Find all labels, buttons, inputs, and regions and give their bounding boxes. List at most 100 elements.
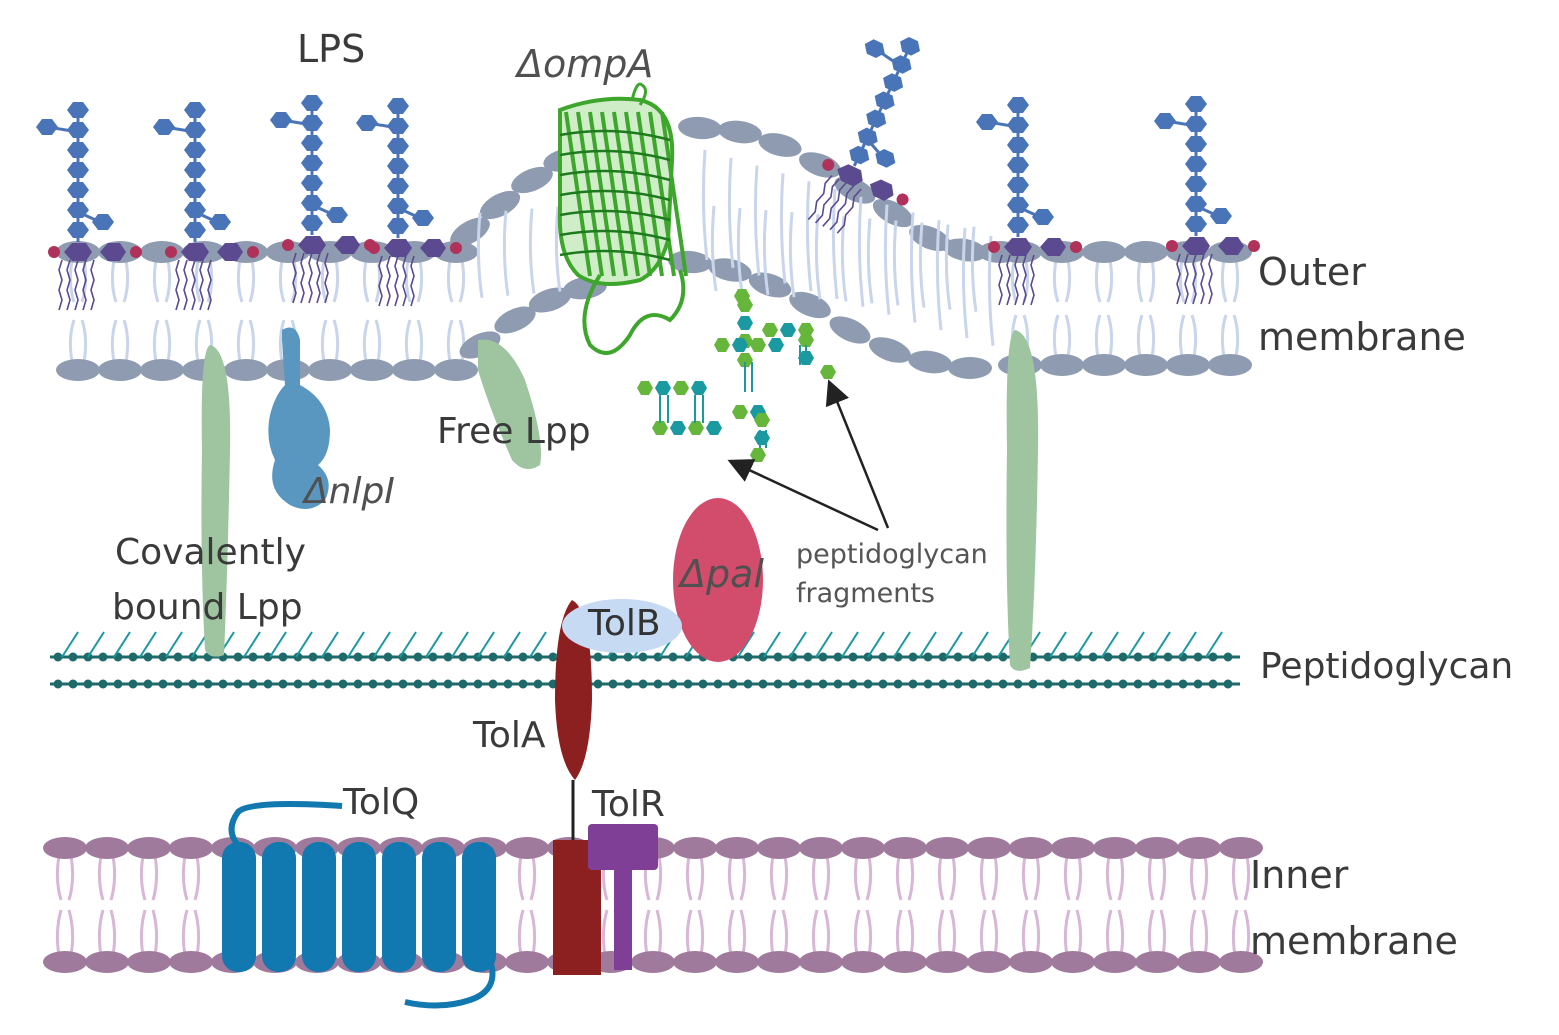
pg-sugar	[638, 679, 648, 689]
pg-sugar	[1208, 652, 1218, 662]
im-head	[841, 951, 885, 973]
om-tail	[110, 319, 130, 363]
pg-fragment-sugar	[714, 338, 730, 352]
pg-sugar	[848, 679, 858, 689]
lps-sugar	[67, 182, 89, 198]
pg-crosslink	[1153, 631, 1171, 658]
pg-crosslink	[373, 631, 391, 658]
om-tail	[236, 319, 256, 363]
pg-sugar	[158, 652, 168, 662]
om-tail	[727, 157, 735, 268]
lps-phosphate	[988, 241, 1000, 253]
im-tail	[853, 855, 873, 901]
pg-crosslink	[1101, 631, 1119, 658]
pg-crosslink	[1049, 631, 1067, 658]
om-tail	[476, 212, 484, 299]
tolq-helix	[222, 842, 256, 972]
lps-lipid-tail	[1192, 253, 1197, 305]
ompa-strand	[600, 111, 628, 277]
covalently-bound-lpp-label-line2: bound Lpp	[112, 587, 303, 628]
lps-phosphate	[1248, 240, 1260, 252]
lps-phosphate	[368, 242, 380, 254]
lps-phosphate	[247, 246, 259, 258]
lps-sugar	[209, 214, 231, 230]
om-head	[868, 337, 912, 363]
pg-sugar	[758, 679, 768, 689]
pg-sugar	[773, 679, 783, 689]
tolr-label: TolR	[592, 784, 665, 825]
pg-fragment-peptide	[759, 430, 767, 448]
covalently-bound-lpp	[201, 345, 231, 657]
pg-sugar	[233, 679, 243, 689]
om-head	[1082, 354, 1126, 376]
pg-sugar	[998, 652, 1008, 662]
lps-sugar	[864, 39, 885, 58]
om-head	[350, 359, 394, 381]
inner-membrane-label-line1: Inner	[1250, 853, 1349, 897]
pg-sugar	[908, 652, 918, 662]
peptidoglycan-label: Peptidoglycan	[1260, 646, 1514, 687]
om-tail	[152, 259, 172, 303]
pg-fragment-sugar	[750, 338, 766, 352]
tolq-helix	[422, 842, 456, 972]
im-tail	[1231, 909, 1251, 956]
im-head	[883, 951, 927, 973]
pg-sugar	[803, 679, 813, 689]
im-head	[715, 837, 759, 859]
pg-sugar	[1103, 679, 1113, 689]
pg-sugar	[638, 652, 648, 662]
im-tail	[811, 855, 831, 901]
pg-crosslink	[841, 631, 859, 658]
im-head	[169, 951, 213, 973]
im-tail	[1189, 855, 1209, 901]
im-head	[841, 837, 885, 859]
im-head	[967, 951, 1011, 973]
im-tail	[979, 855, 999, 901]
pg-crosslink	[1127, 631, 1145, 658]
outer-membrane-label-line1: Outer	[1258, 250, 1366, 294]
lps-sugar	[1185, 156, 1207, 172]
om-head	[668, 250, 712, 274]
pg-fragment-sugar	[737, 353, 753, 367]
im-tail	[853, 909, 873, 956]
pg-sugar	[623, 652, 633, 662]
lps-core	[1182, 237, 1210, 255]
im-head	[1093, 951, 1137, 973]
lps-sugar	[184, 122, 206, 138]
im-tail	[937, 909, 957, 956]
lps-lipid-tail	[1030, 254, 1035, 306]
pg-sugar	[113, 679, 123, 689]
im-tail	[1189, 909, 1209, 956]
pg-sugar	[608, 652, 618, 662]
tolb-label: TolB	[588, 603, 661, 644]
om-head	[511, 166, 553, 194]
om-tail	[909, 212, 917, 323]
lps-sugar	[976, 114, 998, 130]
ompa-strand	[612, 111, 640, 277]
pg-crosslink	[919, 631, 937, 658]
lps-molecule	[36, 102, 142, 311]
pg-crosslink	[789, 631, 807, 658]
om-tail	[918, 222, 926, 308]
im-head	[43, 951, 87, 973]
pg-crosslink	[763, 631, 781, 658]
lps-lipid-tail	[324, 252, 329, 304]
pg-sugar	[143, 652, 153, 662]
om-tail	[944, 224, 952, 310]
pg-sugar	[818, 679, 828, 689]
lps-lipid-tail	[292, 252, 297, 304]
pg-sugar	[338, 652, 348, 662]
om-tail	[502, 210, 510, 296]
pg-sugar	[998, 679, 1008, 689]
lps-sugar	[301, 115, 323, 131]
pg-sugar	[803, 652, 813, 662]
pg-crosslink	[529, 631, 547, 658]
im-head	[883, 837, 927, 859]
lps-sugar	[900, 36, 920, 56]
ompa-protein	[557, 82, 688, 355]
im-head	[85, 837, 129, 859]
lps-lipid-tail	[207, 259, 212, 311]
pg-sugar	[533, 652, 543, 662]
pg-sugar	[1073, 652, 1083, 662]
